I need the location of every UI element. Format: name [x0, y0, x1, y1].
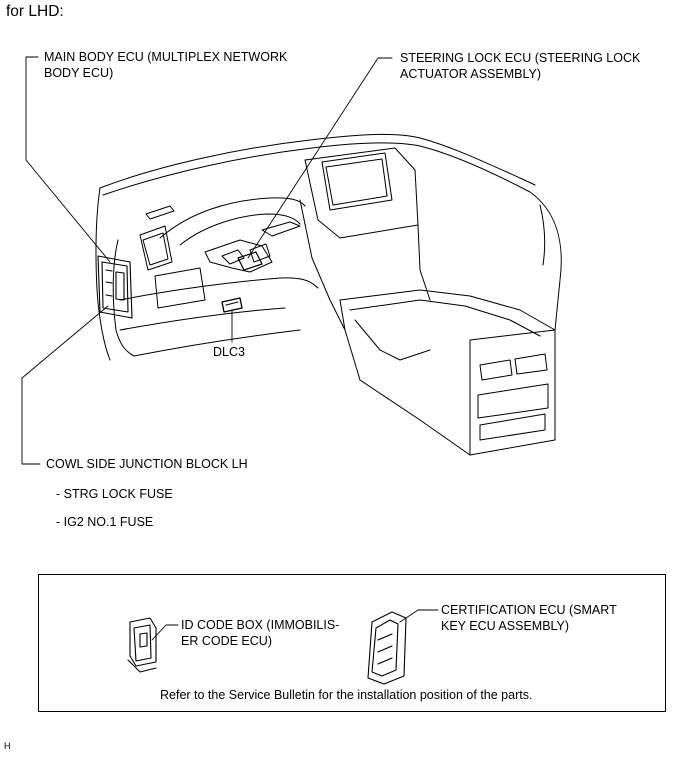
label-dlc3: DLC3 — [213, 345, 245, 359]
dash-vent — [145, 205, 175, 220]
label-cowl-side-junction-block: COWL SIDE JUNCTION BLOCK LH — [46, 457, 248, 471]
label-steering-lock-ecu-line2: ACTUATOR ASSEMBLY) — [400, 67, 542, 81]
label-steering-lock-ecu-line1: STEERING LOCK ECU (STEERING LOCK — [400, 51, 641, 65]
label-main-body-ecu-line2: BODY ECU) — [44, 66, 114, 80]
leader-steering-lock — [247, 57, 393, 259]
lower-dash — [119, 277, 319, 301]
label-certification-ecu-line2: KEY ECU ASSEMBLY) — [441, 619, 570, 633]
main-body-ecu-part — [97, 255, 133, 319]
figure-code: H — [4, 741, 11, 751]
label-fuse-strg-lock: - STRG LOCK FUSE — [56, 487, 173, 501]
label-certification-ecu-line1: CERTIFICATION ECU (SMART — [441, 603, 617, 617]
certification-ecu-part — [367, 611, 407, 685]
right-door — [529, 191, 562, 331]
dlc3-connector — [221, 297, 243, 313]
leader-certification-ecu — [399, 609, 439, 623]
legend-note: Refer to the Service Bulletin for the in… — [160, 688, 533, 702]
leader-id-code-box — [151, 624, 179, 641]
steering-lock-part — [237, 251, 263, 271]
id-code-box-part — [127, 617, 157, 673]
left-pillar — [95, 187, 111, 361]
legend-box — [38, 574, 666, 712]
label-fuse-ig2: - IG2 NO.1 FUSE — [56, 515, 154, 529]
label-id-code-box-line2: ER CODE ECU) — [181, 634, 272, 648]
dash-top-outline — [99, 133, 536, 189]
center-console — [339, 289, 556, 456]
instrument-hood — [159, 197, 306, 239]
leader-cowl-jb — [21, 305, 109, 465]
leader-main-body-ecu — [25, 56, 111, 263]
label-id-code-box-line1: ID CODE BOX (IMMOBILIS- — [181, 618, 340, 632]
diagram-heading: for LHD: — [6, 3, 64, 20]
label-main-body-ecu-line1: MAIN BODY ECU (MULTIPLEX NETWORK — [44, 50, 288, 64]
steering-column — [204, 239, 273, 273]
